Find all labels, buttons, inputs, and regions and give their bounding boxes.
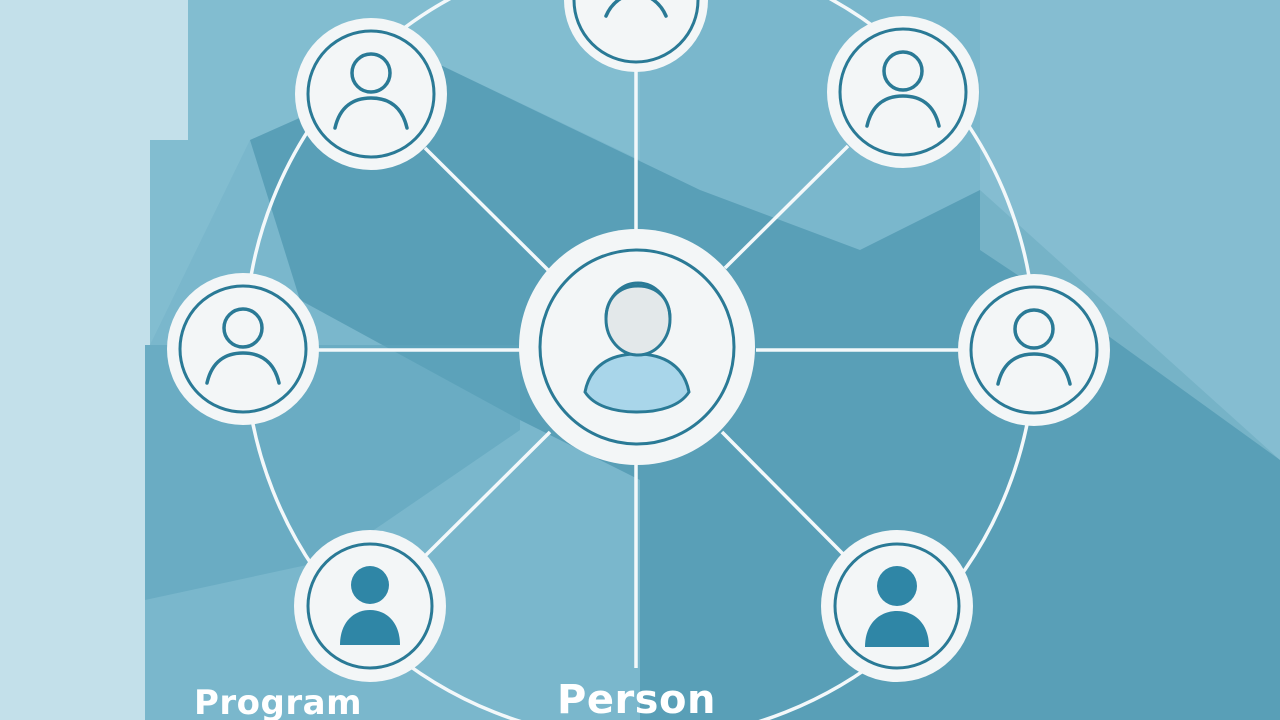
- person-outline-icon: [865, 50, 941, 128]
- node-top-right[interactable]: [827, 16, 979, 168]
- label-program: Program: [194, 683, 363, 720]
- node-top[interactable]: [564, 0, 708, 72]
- line-bottom-left: [423, 430, 552, 558]
- background-shade-right: [980, 0, 1280, 460]
- person-outline-icon: [996, 308, 1072, 386]
- person-icon: [583, 281, 691, 414]
- person-outline-icon: [205, 307, 281, 385]
- node-left[interactable]: [167, 273, 319, 425]
- label-person: Person: [557, 677, 716, 720]
- node-right[interactable]: [958, 274, 1110, 426]
- person-filled-icon: [865, 566, 929, 647]
- line-top-left: [423, 146, 550, 272]
- node-bottom-left[interactable]: [294, 530, 446, 682]
- person-filled-icon: [340, 566, 400, 645]
- node-bottom-right[interactable]: [821, 530, 973, 682]
- person-outline-icon: [333, 52, 409, 130]
- node-center[interactable]: [519, 229, 755, 465]
- line-bottom-right: [720, 430, 847, 558]
- person-outline-icon: [604, 0, 668, 18]
- background-shade-dark: [250, 60, 1280, 720]
- background-shade-left: [150, 0, 640, 345]
- node-top-left[interactable]: [295, 18, 447, 170]
- line-top-right: [723, 144, 850, 270]
